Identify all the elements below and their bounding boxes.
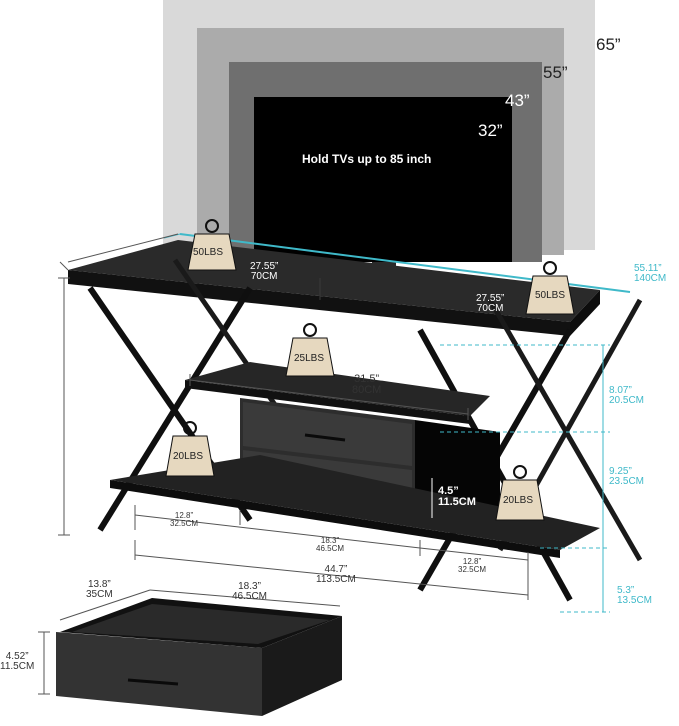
middle-gap-dim: 9.25” 23.5CM	[609, 467, 644, 487]
weight-icon-top-right	[525, 261, 575, 315]
bottom-left-section-in: 12.8”	[174, 511, 194, 520]
bottom-middle-section-in: 18.3”	[320, 536, 340, 545]
upper-gap-in: 8.07”	[609, 385, 632, 396]
weight-icon-bottom-left	[165, 421, 215, 477]
middle-shelf-in: 31.5”	[354, 373, 380, 385]
bottom-middle-section-dim: 18.3” 46.5CM	[316, 537, 344, 553]
drawer-height-dim: 4.52” 11.5CM	[0, 652, 34, 672]
tv-32-screen	[254, 97, 512, 262]
top-left-half-dim: 27.55” 70CM	[250, 262, 278, 282]
weight-label-bottom-left: 20LBS	[173, 451, 204, 462]
side-cubby-in: 4.5”	[438, 485, 459, 497]
drawer-height-in: 4.52”	[5, 651, 29, 662]
tv-size-32-label: 32”	[478, 121, 503, 140]
drawer-width-cm: 46.5CM	[232, 591, 268, 602]
top-right-half-in: 27.55”	[476, 293, 505, 304]
bottom-middle-section-cm: 46.5CM	[316, 544, 345, 553]
drawer-width-in: 18.3”	[238, 581, 261, 592]
drawer-depth-cm: 35CM	[86, 589, 113, 600]
bottom-left-section-dim: 12.8” 32.5CM	[170, 512, 198, 528]
weight-icon-top-left	[187, 219, 237, 271]
weight-label-top-left: 50LBS	[193, 247, 224, 258]
bottom-right-section-in: 12.8”	[462, 557, 482, 566]
middle-gap-cm: 23.5CM	[609, 476, 645, 487]
tv-size-65-label: 65”	[596, 35, 621, 54]
leg-clearance-cm: 13.5CM	[617, 595, 653, 606]
upper-gap-cm: 20.5CM	[609, 395, 645, 406]
tv-size-55-label: 55”	[543, 63, 568, 82]
total-width-in: 55.11”	[634, 263, 662, 274]
top-right-half-dim: 27.55” 70CM	[476, 294, 504, 314]
total-width-dim: 55.11” 140CM	[634, 264, 666, 284]
weight-label-top-right: 50LBS	[535, 290, 566, 301]
bottom-shelf	[110, 455, 600, 550]
weight-label-bottom-right: 20LBS	[503, 495, 534, 506]
bottom-right-section-cm: 32.5CM	[458, 565, 487, 574]
drawer-width-dim: 18.3” 46.5CM	[232, 582, 267, 602]
bottom-shelf-total-dim: 44.7” 113.5CM	[316, 565, 356, 585]
bottom-right-section-dim: 12.8” 32.5CM	[458, 558, 486, 574]
bottom-shelf-total-cm: 113.5CM	[316, 574, 356, 585]
drawer-upper	[243, 402, 412, 466]
bottom-shelf-total-in: 44.7”	[324, 564, 348, 575]
total-width-cm: 140CM	[634, 273, 667, 284]
tv-size-43-label: 43”	[505, 91, 530, 110]
side-cubby-cm: 11.5CM	[438, 496, 476, 508]
upper-gap-dim: 8.07” 20.5CM	[609, 386, 644, 406]
drawer-front	[56, 632, 262, 716]
drawer-depth-in: 13.8”	[87, 579, 111, 590]
middle-shelf	[185, 362, 490, 416]
top-left-half-cm: 70CM	[250, 271, 278, 282]
weight-label-middle-shelf: 25LBS	[294, 353, 325, 364]
side-cubby-dim: 4.5” 11.5CM	[438, 486, 476, 508]
top-left-half-in: 27.55”	[250, 261, 279, 272]
bottom-left-section-cm: 32.5CM	[170, 519, 199, 528]
top-right-half-cm: 70CM	[476, 303, 504, 314]
weight-icon-middle-shelf	[285, 323, 335, 377]
leg-clearance-dim: 5.3” 13.5CM	[617, 586, 652, 606]
middle-gap-in: 9.25”	[609, 466, 632, 477]
headline-text: Hold TVs up to 85 inch	[302, 152, 432, 166]
weight-icon-bottom-right	[495, 465, 545, 521]
drawer-height-cm: 11.5CM	[0, 661, 35, 672]
middle-shelf-cm: 80CM	[352, 384, 382, 396]
leg-clearance-in: 5.3”	[617, 585, 635, 596]
middle-shelf-dim: 31.5” 80CM	[352, 374, 381, 396]
drawer-depth-dim: 13.8” 35CM	[86, 580, 113, 600]
